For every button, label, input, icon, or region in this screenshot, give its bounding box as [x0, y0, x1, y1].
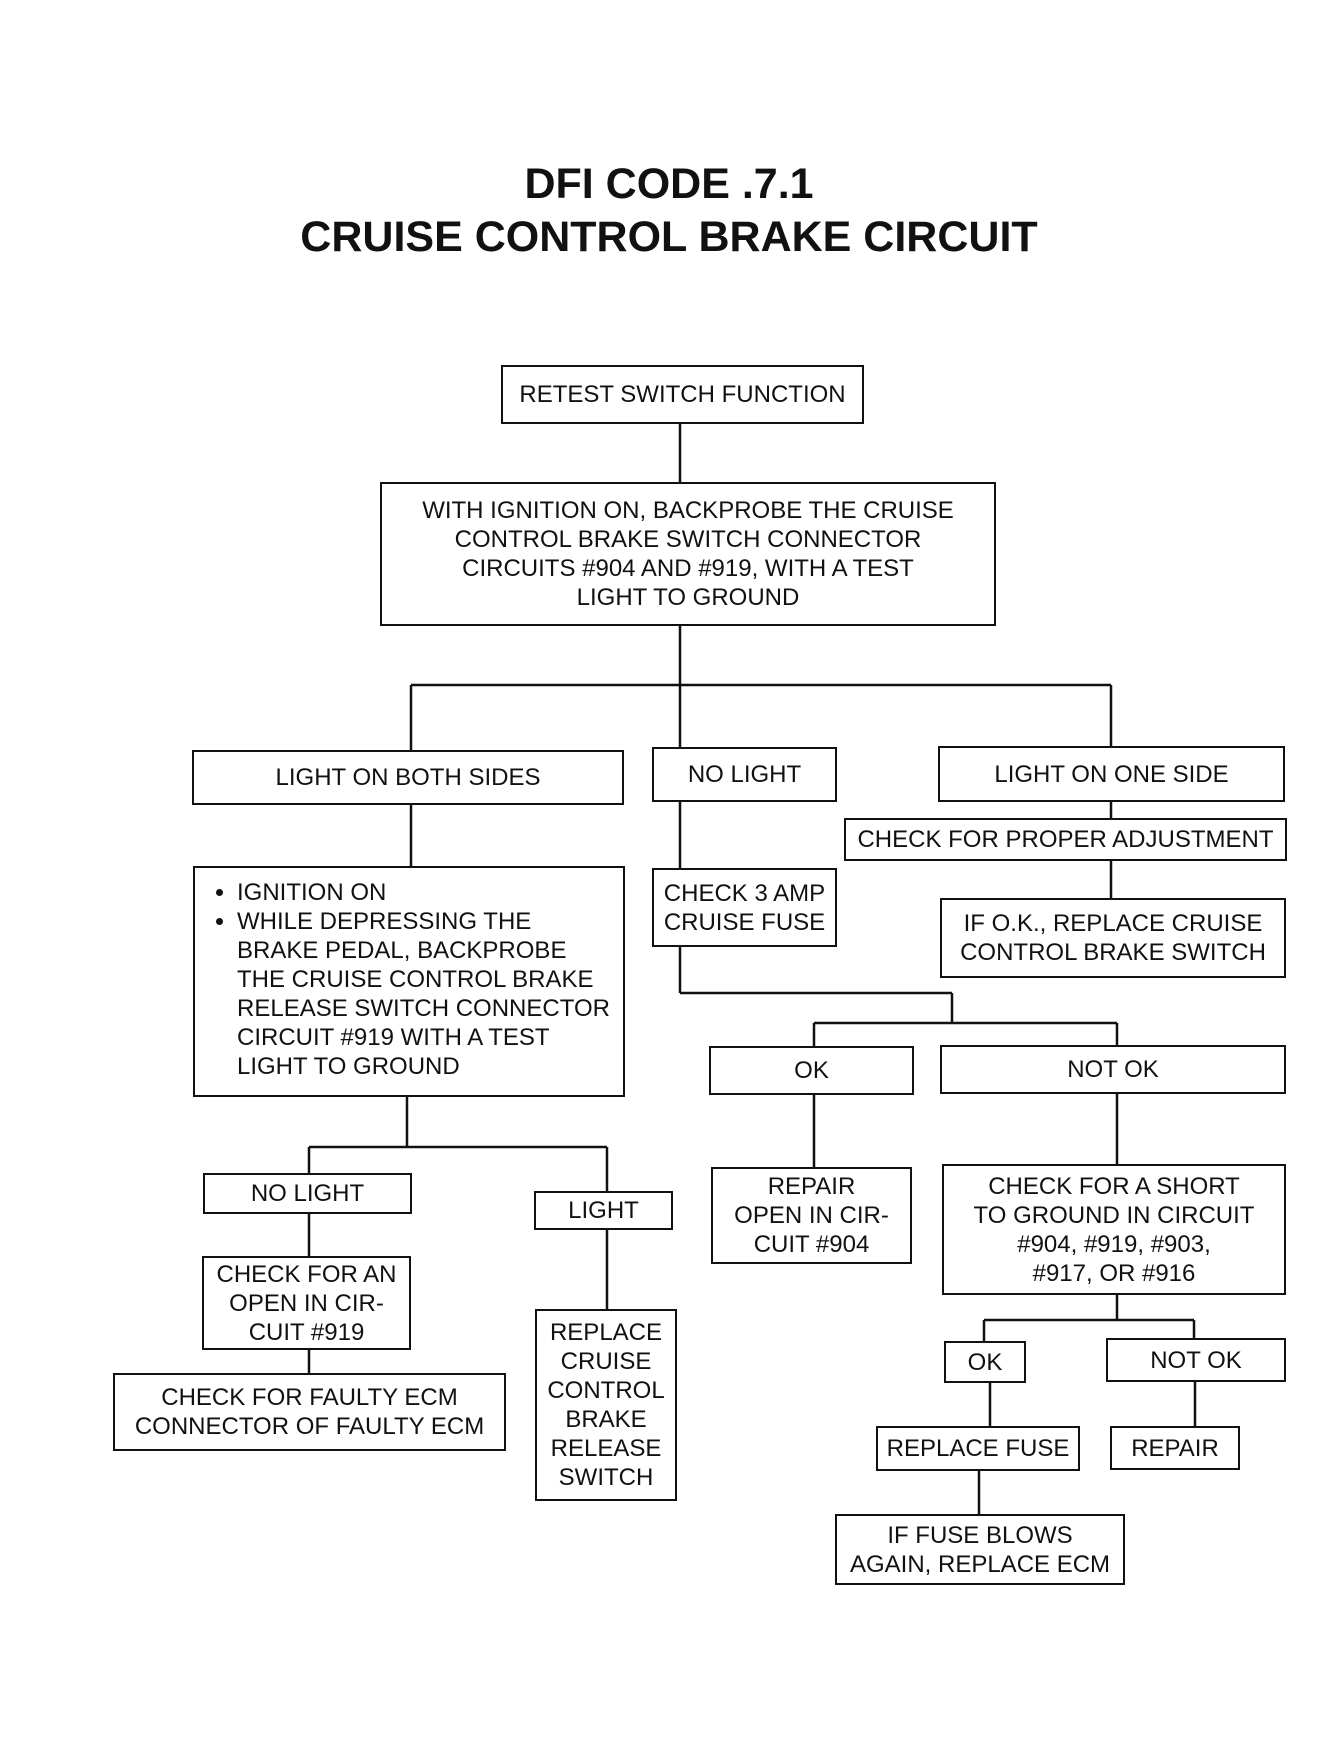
short-ok-box: OK — [944, 1341, 1026, 1383]
check-open-919-box: CHECK FOR AN OPEN IN CIR- CUIT #919 — [202, 1256, 411, 1350]
backprobe-brake-switch-box: WITH IGNITION ON, BACKPROBE THE CRUISE C… — [380, 482, 996, 626]
short-not-ok-box: NOT OK — [1106, 1338, 1286, 1382]
check-faulty-ecm-box: CHECK FOR FAULTY ECM CONNECTOR OF FAULTY… — [113, 1373, 506, 1451]
retest-switch-function-box: RETEST SWITCH FUNCTION — [501, 365, 864, 424]
check-3-amp-fuse-box: CHECK 3 AMP CRUISE FUSE — [652, 868, 837, 947]
no-light-box: NO LIGHT — [652, 747, 837, 802]
light-on-both-sides-box: LIGHT ON BOTH SIDES — [192, 750, 624, 805]
fuse-blows-replace-ecm-box: IF FUSE BLOWS AGAIN, REPLACE ECM — [835, 1514, 1125, 1585]
title-line-2: CRUISE CONTROL BRAKE CIRCUIT — [300, 213, 1038, 261]
replace-release-switch-box: REPLACE CRUISE CONTROL BRAKE RELEASE SWI… — [535, 1309, 677, 1501]
repair-box: REPAIR — [1110, 1426, 1240, 1470]
check-short-to-ground-box: CHECK FOR A SHORT TO GROUND IN CIRCUIT #… — [942, 1164, 1286, 1295]
fuse-ok-box: OK — [709, 1046, 914, 1095]
replace-fuse-box: REPLACE FUSE — [876, 1426, 1080, 1471]
list-item: WHILE DEPRESSING THE BRAKE PEDAL, BACKPR… — [237, 907, 610, 1081]
check-proper-adjustment-box: CHECK FOR PROPER ADJUSTMENT — [844, 818, 1287, 861]
title-line-1: DFI CODE .7.1 — [524, 160, 814, 208]
release-light-box: LIGHT — [534, 1191, 673, 1230]
ignition-steps-list: IGNITION ON WHILE DEPRESSING THE BRAKE P… — [203, 878, 610, 1081]
ignition-backprobe-steps-box: IGNITION ON WHILE DEPRESSING THE BRAKE P… — [193, 866, 625, 1097]
repair-open-904-box: REPAIR OPEN IN CIR- CUIT #904 — [711, 1167, 912, 1264]
fuse-not-ok-box: NOT OK — [940, 1045, 1286, 1094]
light-on-one-side-box: LIGHT ON ONE SIDE — [938, 746, 1285, 802]
list-item: IGNITION ON — [237, 878, 610, 907]
release-no-light-box: NO LIGHT — [203, 1173, 412, 1214]
replace-brake-switch-box: IF O.K., REPLACE CRUISE CONTROL BRAKE SW… — [940, 898, 1286, 978]
